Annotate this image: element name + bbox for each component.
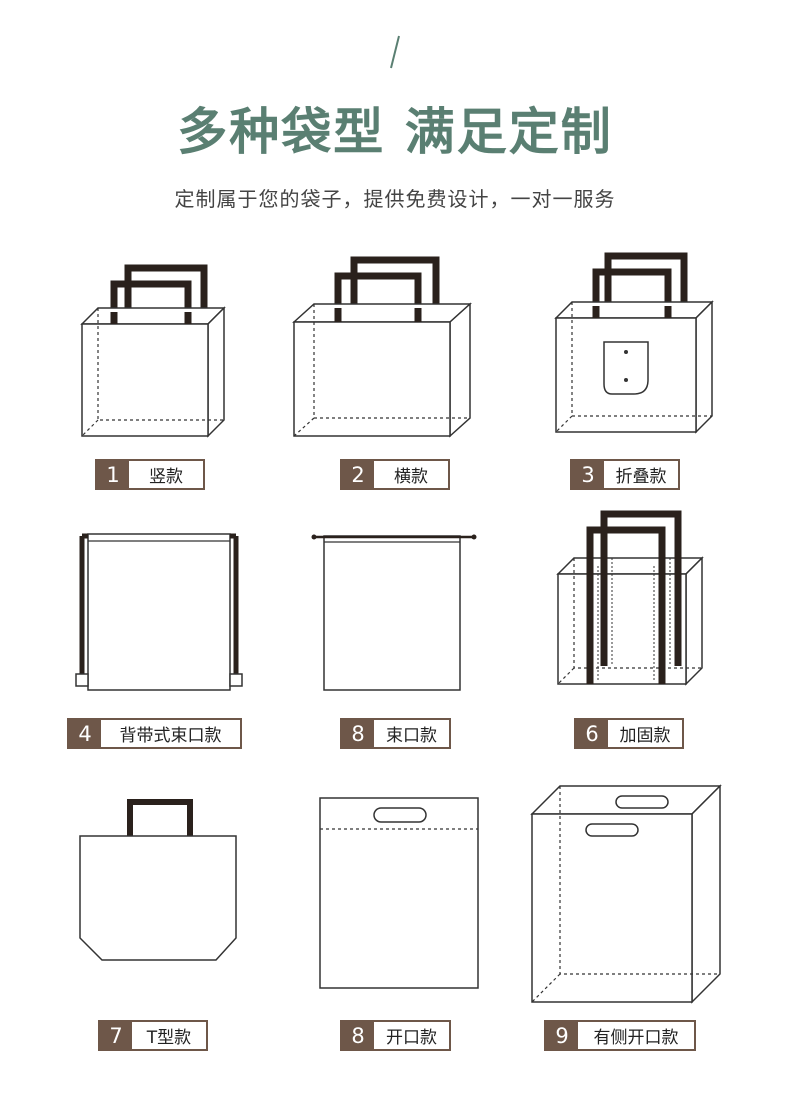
page-subtitle: 定制属于您的袋子，提供免费设计，一对一服务 [174,187,616,211]
label-text: 开口款 [386,1028,437,1048]
bag-vertical-illustration [80,264,226,438]
label-text: 束口款 [386,726,437,746]
label-number: 8 [342,720,374,747]
label-number: 9 [546,1022,578,1049]
label-text: 加固款 [619,726,671,746]
label-foldable: 3 折叠款 [570,459,680,490]
bag-reinforced-illustration [556,510,704,686]
label-text: 折叠款 [615,467,667,487]
decorative-slash [390,35,400,69]
label-vertical: 1 竖款 [95,459,205,490]
page-title: 多种袋型 满足定制 [177,103,613,161]
label-drawstring: 8 束口款 [340,718,451,749]
bag-side-gusset-die-cut-illustration [530,784,722,1004]
label-t-shape: 7 T型款 [98,1020,208,1051]
bag-backpack-drawstring-illustration [75,533,243,691]
label-text: 横款 [394,467,428,487]
label-number: 2 [342,461,374,488]
label-side-gusset-die-cut: 9 有侧开口款 [544,1020,696,1051]
bag-die-cut-illustration [319,797,479,989]
bag-drawstring-illustration [311,534,477,691]
label-number: 8 [342,1022,374,1049]
bag-foldable-illustration [554,252,714,434]
label-reinforced: 6 加固款 [574,718,684,749]
label-number: 4 [69,720,101,747]
label-text: 背带式束口款 [119,726,222,746]
label-number: 6 [576,720,608,747]
label-horizontal: 2 横款 [340,459,450,490]
label-text: 竖款 [149,467,183,487]
label-number: 1 [97,461,129,488]
bag-t-shape-illustration [79,799,237,961]
bag-horizontal-illustration [292,256,472,438]
label-die-cut: 8 开口款 [340,1020,451,1051]
label-text: 有侧开口款 [593,1028,679,1048]
label-backpack-drawstring: 4 背带式束口款 [67,718,242,749]
label-text: T型款 [146,1028,192,1048]
label-number: 3 [572,461,604,488]
label-number: 7 [100,1022,132,1049]
